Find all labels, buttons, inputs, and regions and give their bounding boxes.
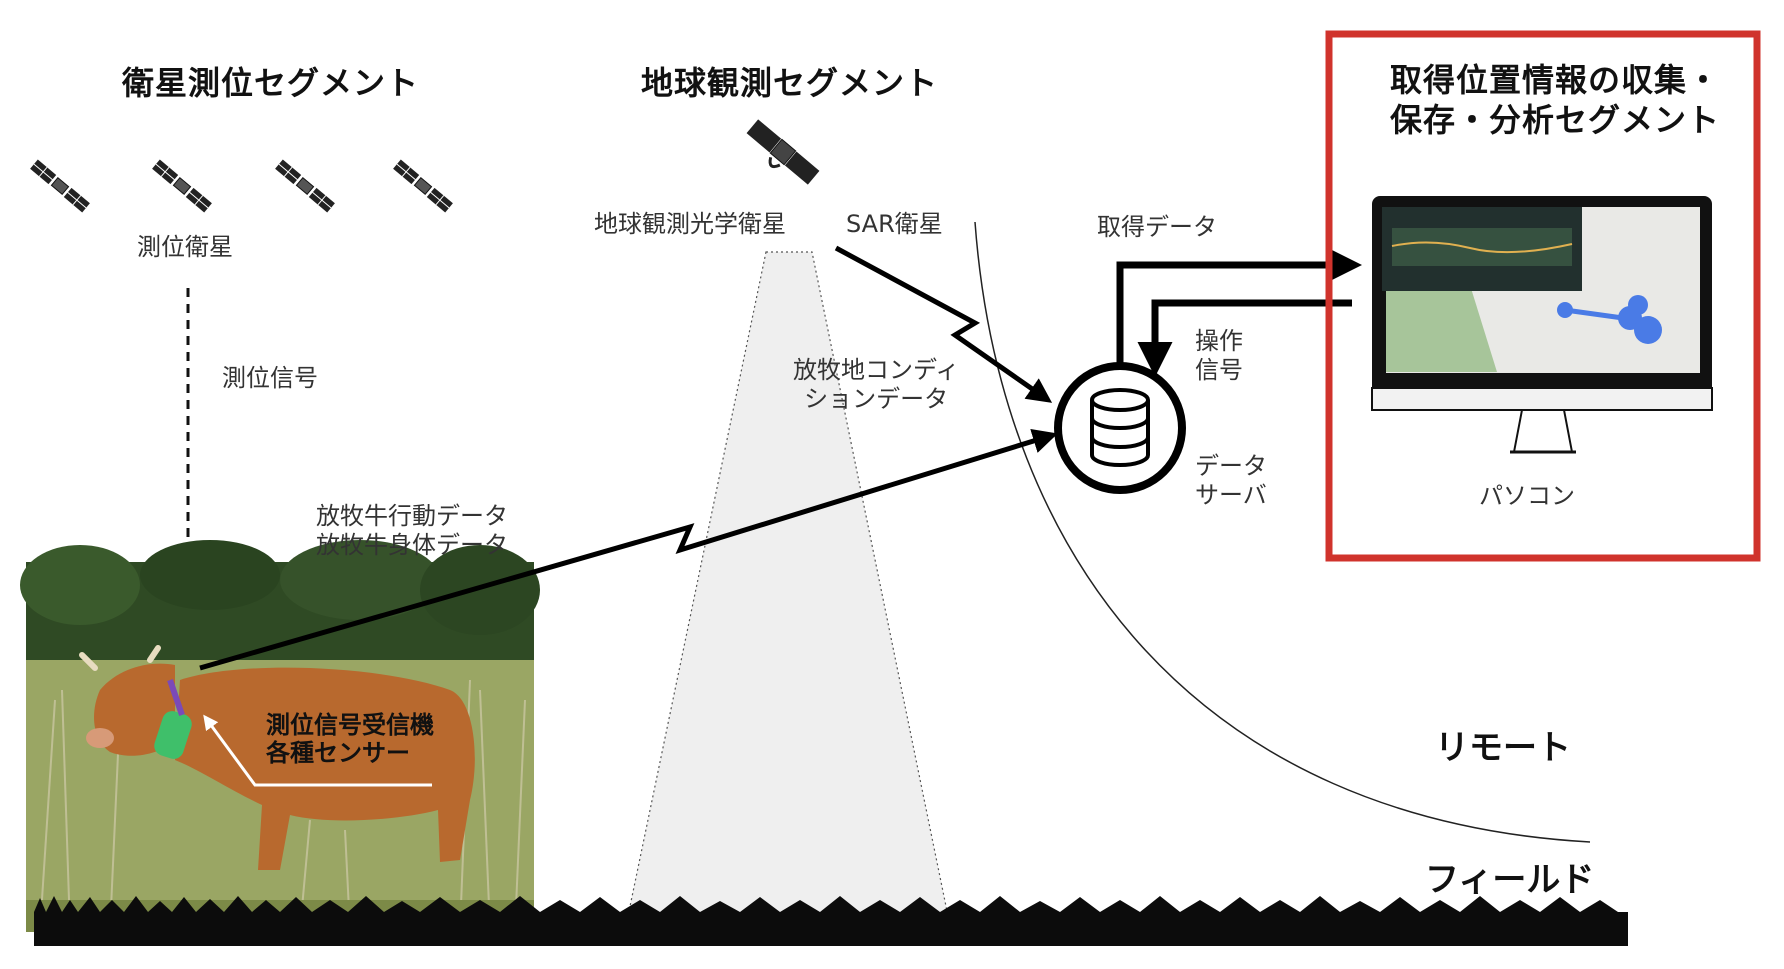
pc-label: パソコン: [1479, 482, 1575, 510]
observation-beam: [627, 251, 949, 917]
satellite-icon: [392, 159, 454, 213]
satellite-icon: [29, 159, 91, 213]
acquired-data-label: 取得データ: [1097, 213, 1217, 241]
satellite-data-arrow: [834, 245, 1053, 403]
cattle-data-label: 放牧牛行動データ 放牧牛身体データ: [316, 502, 508, 559]
pasture-condition-label: 放牧地コンディ ションデータ: [793, 356, 960, 413]
control-signal-label: 操作 信号: [1195, 327, 1243, 384]
observation-segment-title: 地球観測セグメント: [641, 64, 939, 102]
field-label: フィールド: [1425, 860, 1595, 900]
acquired-data-arrow: [1116, 247, 1362, 366]
ground-strip: [34, 896, 1628, 946]
positioning-satellites-label: 測位衛星: [137, 233, 233, 261]
positioning-signal-label: 測位信号: [222, 364, 318, 392]
cattle-data-arrow: [199, 428, 1058, 671]
satellite-icon: [746, 119, 820, 185]
positioning-segment-title: 衛星測位セグメント: [122, 64, 420, 102]
analysis-segment-title: 取得位置情報の収集・ 保存・分析セグメント: [1390, 61, 1721, 139]
control-signal-arrow: [1137, 299, 1352, 377]
monitor-icon: [1371, 196, 1713, 454]
optical-satellite-label: 地球観測光学衛星: [594, 210, 786, 238]
analysis-segment-box: [1325, 30, 1761, 562]
satellite-icon: [151, 159, 213, 213]
sar-satellite-label: SAR衛星: [846, 210, 943, 238]
remote-label: リモート: [1435, 728, 1571, 768]
cattle-photo: [20, 540, 540, 932]
satellite-icon: [274, 159, 336, 213]
sensor-pointer-arrow: [203, 714, 432, 787]
data-server-label: データ サーバ: [1195, 452, 1267, 509]
database-icon: [1054, 362, 1186, 494]
receiver-label: 測位信号受信機 各種センサー: [266, 711, 434, 767]
